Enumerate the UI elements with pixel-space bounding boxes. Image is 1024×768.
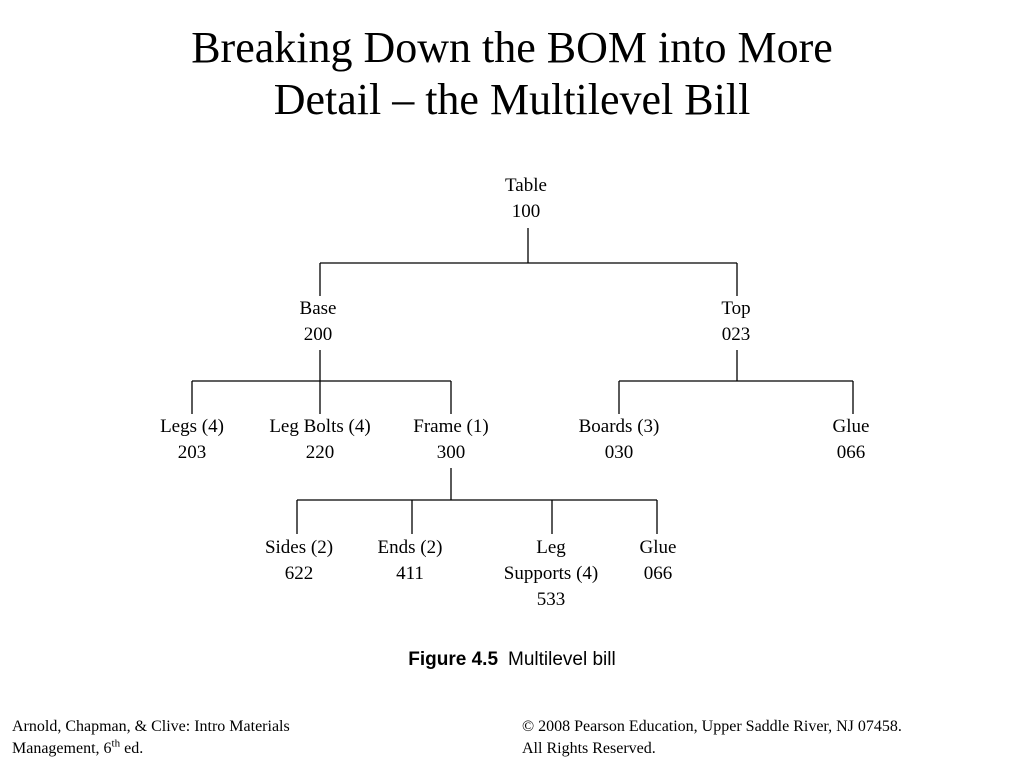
node-name: Top: [721, 298, 751, 319]
figure-caption: Figure 4.5 Multilevel bill: [0, 649, 1024, 671]
node-base: Base 200: [248, 296, 388, 348]
node-name: Glue: [639, 537, 677, 558]
slide-title-line-1: Breaking Down the BOM into More: [191, 23, 833, 72]
node-code: 300: [436, 442, 466, 463]
node-code: 100: [511, 201, 541, 222]
figure-label: Figure 4.5: [408, 649, 499, 670]
footer-citation-line-1: Arnold, Chapman, & Clive: Intro Material…: [12, 718, 290, 735]
footer-citation-sup: th: [111, 737, 121, 750]
node-name: Glue: [832, 416, 870, 437]
node-code: 200: [303, 324, 333, 345]
node-leg-bolts: Leg Bolts (4) 220: [250, 414, 390, 466]
node-sides: Sides (2) 622: [229, 535, 369, 587]
slide-title-line-2: Detail – the Multilevel Bill: [273, 75, 751, 124]
node-code: 023: [721, 324, 751, 345]
node-name-line-2: Supports (4): [503, 563, 599, 584]
node-top: Top 023: [666, 296, 806, 348]
footer-copyright-line-2: All Rights Reserved.: [522, 740, 656, 757]
node-name: Leg Bolts (4): [269, 416, 371, 437]
footer-citation-post: ed.: [120, 740, 144, 757]
node-name-line-1: Leg: [536, 537, 566, 558]
node-name: Sides (2): [264, 537, 334, 558]
footer-copyright-line-1: © 2008 Pearson Education, Upper Saddle R…: [522, 718, 902, 735]
node-leg-supports: Leg Supports (4) 533: [481, 535, 621, 613]
node-name: Frame (1): [413, 416, 489, 437]
node-code: 030: [604, 442, 634, 463]
node-code: 203: [177, 442, 207, 463]
node-table: Table 100: [456, 173, 596, 225]
node-name: Legs (4): [160, 416, 224, 437]
footer-citation: Arnold, Chapman, & Clive: Intro Material…: [12, 716, 290, 760]
node-legs: Legs (4) 203: [122, 414, 262, 466]
node-code: 411: [396, 563, 424, 584]
node-name: Base: [299, 298, 337, 319]
node-name: Boards (3): [578, 416, 660, 437]
footer-citation-line-2: Management, 6th ed.: [12, 738, 290, 760]
node-frame: Frame (1) 300: [381, 414, 521, 466]
node-code: 622: [284, 563, 314, 584]
slide-title: Breaking Down the BOM into More Detail –…: [0, 22, 1024, 126]
node-code: 533: [536, 589, 566, 610]
figure-caption-text: Multilevel bill: [508, 649, 616, 670]
node-code: 066: [643, 563, 673, 584]
node-ends: Ends (2) 411: [340, 535, 480, 587]
node-glue-top: Glue 066: [781, 414, 921, 466]
footer-copyright: © 2008 Pearson Education, Upper Saddle R…: [522, 716, 902, 760]
node-code: 066: [836, 442, 866, 463]
node-boards: Boards (3) 030: [549, 414, 689, 466]
footer-citation-pre: Management, 6: [12, 740, 112, 757]
node-glue-frame: Glue 066: [588, 535, 728, 587]
node-code: 220: [305, 442, 335, 463]
node-name: Ends (2): [377, 537, 443, 558]
node-name: Table: [505, 175, 547, 196]
